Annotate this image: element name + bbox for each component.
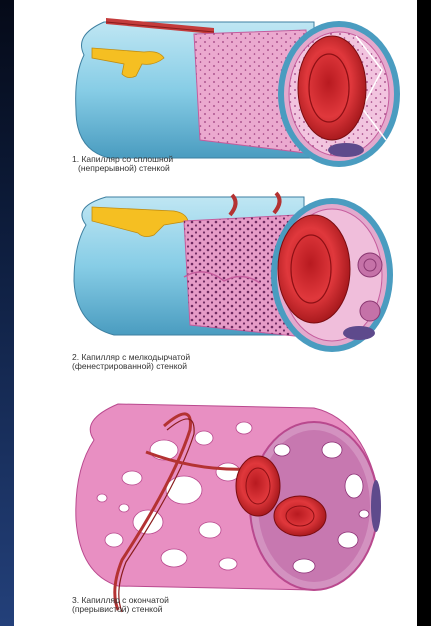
caption-figure-3: 3. Капилляр с окончатой(прерывистой) сте… [72,596,169,614]
left-dark-bar [0,0,14,626]
caption-2-line2: (фенестрированной) стенкой [72,361,187,371]
caption-1-line2: (непрерывной) стенкой [72,163,170,173]
caption-3-line2: (прерывистой) стенкой [72,604,162,614]
capillary-discontinuous-illustration [14,390,417,626]
figure-fenestrated-capillary: 2. Капилляр с мелкодырчатой(фенестрирова… [14,185,417,375]
caption-figure-2: 2. Капилляр с мелкодырчатой(фенестрирова… [72,353,190,371]
capillary-fenestrated-illustration [14,185,417,375]
figure-continuous-capillary: 1. Капилляр со сплошной(непрерывной) сте… [14,0,417,180]
illustration-panel: 1. Капилляр со сплошной(непрерывной) сте… [14,0,417,626]
figure-discontinuous-capillary: 3. Капилляр с окончатой(прерывистой) сте… [14,390,417,626]
capillary-continuous-illustration [14,0,417,180]
caption-figure-1: 1. Капилляр со сплошной(непрерывной) сте… [72,155,173,173]
